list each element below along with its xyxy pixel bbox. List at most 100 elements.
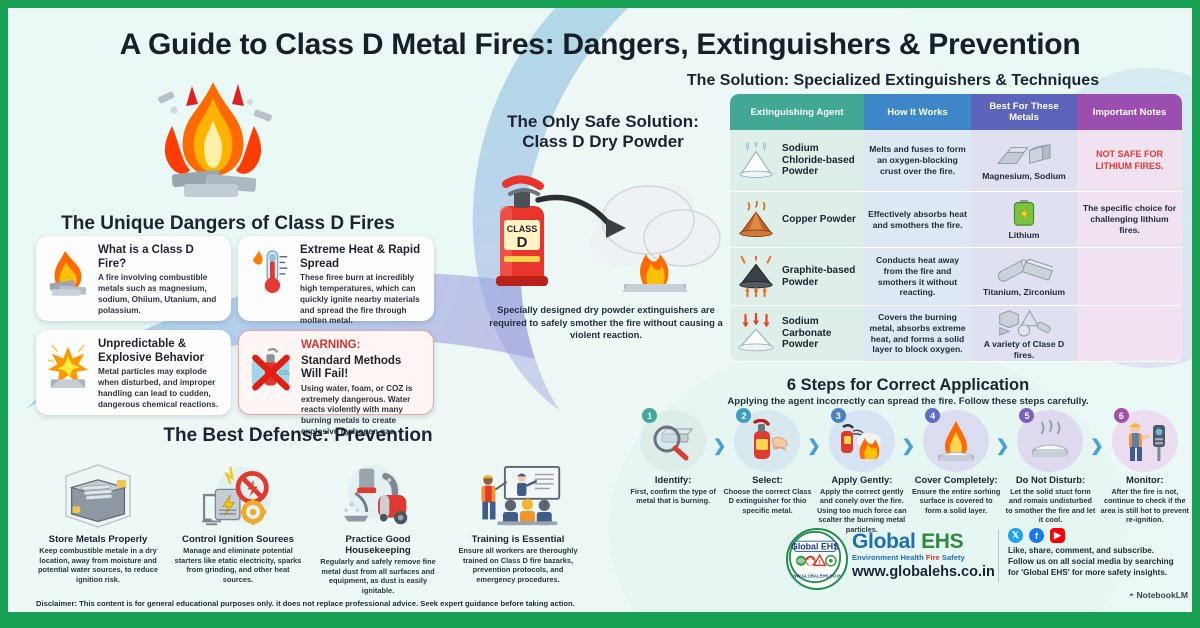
social-block: 𝕏 f ▶ Like, share, comment, and subscrib…: [1008, 528, 1188, 579]
notebooklm-watermark: ◓ NotebookLM: [1129, 590, 1188, 600]
svg-text:!: !: [819, 559, 821, 566]
cell-notes: [1077, 248, 1182, 307]
column-header-best-metals: Best For These Metals: [971, 94, 1077, 131]
column-header-agent: Extinguishing Agent: [730, 94, 864, 131]
svg-text:CO₂: CO₂: [279, 370, 289, 376]
center-heading-line2: Class D Dry Powder: [522, 132, 684, 152]
tagline-fire: Fire: [925, 553, 940, 562]
step-number: 2: [736, 408, 752, 423]
chevron-right-icon: ❯: [807, 438, 821, 455]
not-safe-note: NOT SAFE FOR LITHIUM FIRES.: [1095, 149, 1164, 171]
sodium-carbonate-pile-icon: [734, 312, 778, 355]
cell-how-it-works: Melts and fuses to form an oxygen-blocki…: [864, 130, 971, 193]
thermometer-icon: [247, 244, 293, 313]
step-item-2: 2 Select: Choose the correct Class D ext…: [720, 408, 821, 560]
prevention-title: Training is Essential: [471, 534, 565, 545]
danger-card-title: What is a Class D Fire?: [98, 244, 194, 270]
table-row: Sodium Chloride-based Powder Melts and f…: [730, 130, 1182, 193]
danger-card-body: A fire involving combustible metals such…: [98, 273, 217, 315]
step-bubble: 1: [640, 408, 707, 472]
chevron-right-icon: ❯: [901, 438, 915, 455]
table-row: Copper Powder Effectively absorbs heat a…: [730, 192, 1182, 249]
step-title: Identify:: [654, 474, 692, 485]
step-bubble: 2: [734, 408, 801, 472]
chevron-right-icon: ❯: [712, 438, 727, 455]
metal-ingot-and-block-icon: [996, 139, 1052, 169]
step-item-1: 1 Identify: First, confirm the type of m…: [626, 408, 726, 560]
step-number: 1: [642, 408, 658, 423]
cell-notes: NOT SAFE FOR LITHIUM FIRES.: [1077, 130, 1182, 193]
prevention-title: Store Metals Properly: [48, 534, 148, 545]
cell-agent: Sodium Carbonate Powder: [730, 306, 864, 363]
danger-card-title: Extreme Heat & Rapid Spread: [300, 244, 421, 270]
chevron-right-icon: ❯: [995, 438, 1010, 455]
step-title: Do Not Disturb:: [1015, 474, 1086, 485]
notebooklm-glyph: ◓: [1129, 590, 1135, 600]
step-title: Monitor:: [1126, 474, 1164, 485]
prevention-title: Control Ignition Sourees: [182, 534, 294, 545]
prevention-item-control-ignition: Control Ignition Sourees Manage and elim…: [168, 460, 308, 605]
prevention-body: Ensure all workers are theroughly traine…: [458, 546, 578, 584]
center-caption: Specially designed dry powder extinguish…: [489, 304, 723, 341]
notebooklm-label: NotebookLM: [1136, 590, 1188, 600]
danger-card-explosive-behavior: Unpredictable & Explosive Behavior Metal…: [36, 330, 231, 415]
vacuum-cleaner-icon: [313, 460, 443, 532]
magnifier-over-metal-icon: [653, 425, 694, 461]
tagline-pre: Environment Health: [852, 553, 926, 562]
metal-label: A variety of Clase D fires.: [983, 338, 1065, 360]
footer: Global EHS ! WWW.GLOBALEHS.CO.IN: [8, 528, 1192, 600]
cell-best-metals: A variety of Clase D fires.: [971, 306, 1077, 363]
extinguisher-class-label: CLASS: [507, 224, 538, 234]
step-title: Apply Gently:: [831, 474, 893, 485]
class-d-fire-illustration: [128, 76, 298, 206]
assorted-metal-shapes-icon: [996, 307, 1052, 337]
step-number: 3: [830, 408, 846, 423]
danger-card-body: Using water, foam, or COZ is extremely d…: [301, 383, 413, 436]
step-number: 5: [1019, 408, 1035, 423]
explosion-icon: [45, 338, 91, 407]
training-classroom-icon: [453, 460, 583, 532]
steps-heading: 6 Steps for Correct Application: [786, 376, 1030, 394]
agent-name: Graphite-based Powder: [782, 265, 856, 288]
step-bubble: 5: [1017, 408, 1084, 472]
twitter-icon[interactable]: 𝕏: [1008, 528, 1023, 543]
brand-name-part1: Global: [852, 530, 916, 553]
social-icons-row: 𝕏 f ▶: [1008, 528, 1188, 543]
metal-label: Titanium, Zirconium: [983, 287, 1065, 298]
step-title: Cover Completely:: [914, 474, 998, 485]
danger-card-what-is-class-d: What is a Class D Fire? A fire involving…: [36, 236, 231, 321]
metal-label: Magnesium, Sodium: [982, 171, 1066, 182]
cell-agent: Graphite-based Powder: [730, 248, 864, 307]
cell-agent: Sodium Chloride-based Powder: [730, 130, 864, 193]
steps-subheading: Applying the agent incorrectly can sprea…: [727, 396, 1089, 407]
disclaimer-text: This content is for general educational …: [76, 599, 575, 608]
infographic-body: A Guide to Class D Metal Fires: Dangers,…: [8, 8, 1192, 612]
website-url[interactable]: www.globalehs.co.in: [852, 564, 995, 580]
danger-card-body: These firee burn at incredibly high temp…: [300, 273, 420, 326]
brand-name-part2: EHS: [921, 530, 964, 553]
cell-how-it-works: Conducts heat away from the fire and smo…: [864, 248, 971, 307]
step-body: After the fire is not, continue to check…: [1100, 486, 1189, 525]
graphite-powder-pile-icon: [734, 255, 778, 298]
dangers-heading: The Unique Dangers of Class D Fires: [61, 213, 395, 234]
battery-icon: [1011, 198, 1037, 228]
steps-row: 1 Identify: First, confirm the type of m…: [626, 408, 1192, 560]
metal-rod-and-bar-icon: [995, 255, 1053, 285]
prevention-item-housekeeping: Practice Good Housekeeping Regularly and…: [308, 460, 448, 605]
step-body: Let the solid stuct form and romais undi…: [1005, 486, 1096, 525]
prevention-item-training: Training is Essential Ensure all workers…: [448, 460, 588, 605]
facebook-icon[interactable]: f: [1029, 528, 1044, 543]
agent-name: Sodium Carbonate Powder: [782, 316, 832, 351]
column-header-how-it-works: How It Works: [864, 94, 971, 131]
danger-card-extreme-heat: Extreme Heat & Rapid Spread These firee …: [238, 236, 434, 325]
youtube-icon[interactable]: ▶: [1050, 528, 1065, 543]
step-number: 6: [1113, 408, 1129, 423]
extinguisher-d-label: D: [517, 234, 528, 251]
prevention-body: Manage and eliminate potential starters …: [174, 546, 302, 584]
cell-how-it-works: Effectively absorbs heat and smothers th…: [864, 192, 971, 249]
table-row: Graphite-based Powder Conducts heat away…: [730, 248, 1182, 307]
disclaimer: Disclaimer: This content is for general …: [36, 599, 936, 608]
prevention-title: Practice Good Housekeeping: [345, 534, 411, 556]
global-ehs-logo-badge: Global EHS ! WWW.GLOBALEHS.CO.IN: [786, 528, 848, 590]
